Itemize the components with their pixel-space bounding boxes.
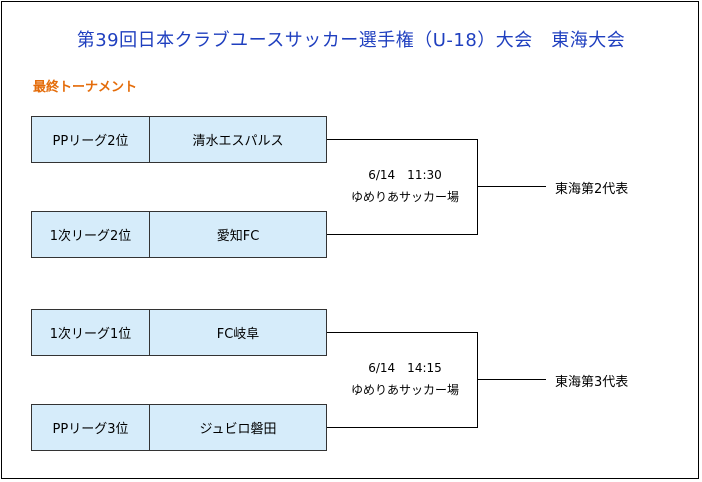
team-box-2: 1次リーグ2位 愛知FC xyxy=(31,211,327,258)
match-venue: ゆめりあサッカー場 xyxy=(350,190,459,204)
bracket-line xyxy=(477,139,478,235)
match-datetime: 6/14 14:15 xyxy=(368,361,442,375)
team-name: ジュビロ磐田 xyxy=(199,422,277,437)
section-subtitle: 最終トーナメント xyxy=(33,80,138,95)
bracket-line xyxy=(327,427,478,428)
bracket-line xyxy=(477,186,546,187)
team-rank: PPリーグ2位 xyxy=(32,117,150,162)
team-name: 愛知FC xyxy=(216,229,260,244)
bracket-line xyxy=(477,379,546,380)
team-rank: 1次リーグ2位 xyxy=(32,212,150,257)
match-info-2: 6/14 14:15 ゆめりあサッカー場 xyxy=(340,357,470,401)
match-datetime: 6/14 11:30 xyxy=(368,168,442,182)
team-name: 清水エスパルス xyxy=(192,134,284,149)
bracket-line xyxy=(477,332,478,428)
team-rank: 1次リーグ1位 xyxy=(32,310,150,355)
bracket-line xyxy=(327,139,478,140)
team-box-1: PPリーグ2位 清水エスパルス xyxy=(31,116,327,163)
match-info-1: 6/14 11:30 ゆめりあサッカー場 xyxy=(340,164,470,208)
team-box-3: 1次リーグ1位 FC岐阜 xyxy=(31,309,327,356)
team-box-4: PPリーグ3位 ジュビロ磐田 xyxy=(31,404,327,451)
team-name: FC岐阜 xyxy=(216,327,260,342)
page-title: 第39回日本クラブユースサッカー選手権（U-18）大会 東海大会 xyxy=(76,30,626,51)
bracket-line xyxy=(327,234,478,235)
team-rank: PPリーグ3位 xyxy=(32,405,150,450)
bracket-line xyxy=(327,332,478,333)
winner-label-2: 東海第3代表 xyxy=(555,375,629,390)
winner-label-1: 東海第2代表 xyxy=(555,182,629,197)
match-venue: ゆめりあサッカー場 xyxy=(350,383,459,397)
